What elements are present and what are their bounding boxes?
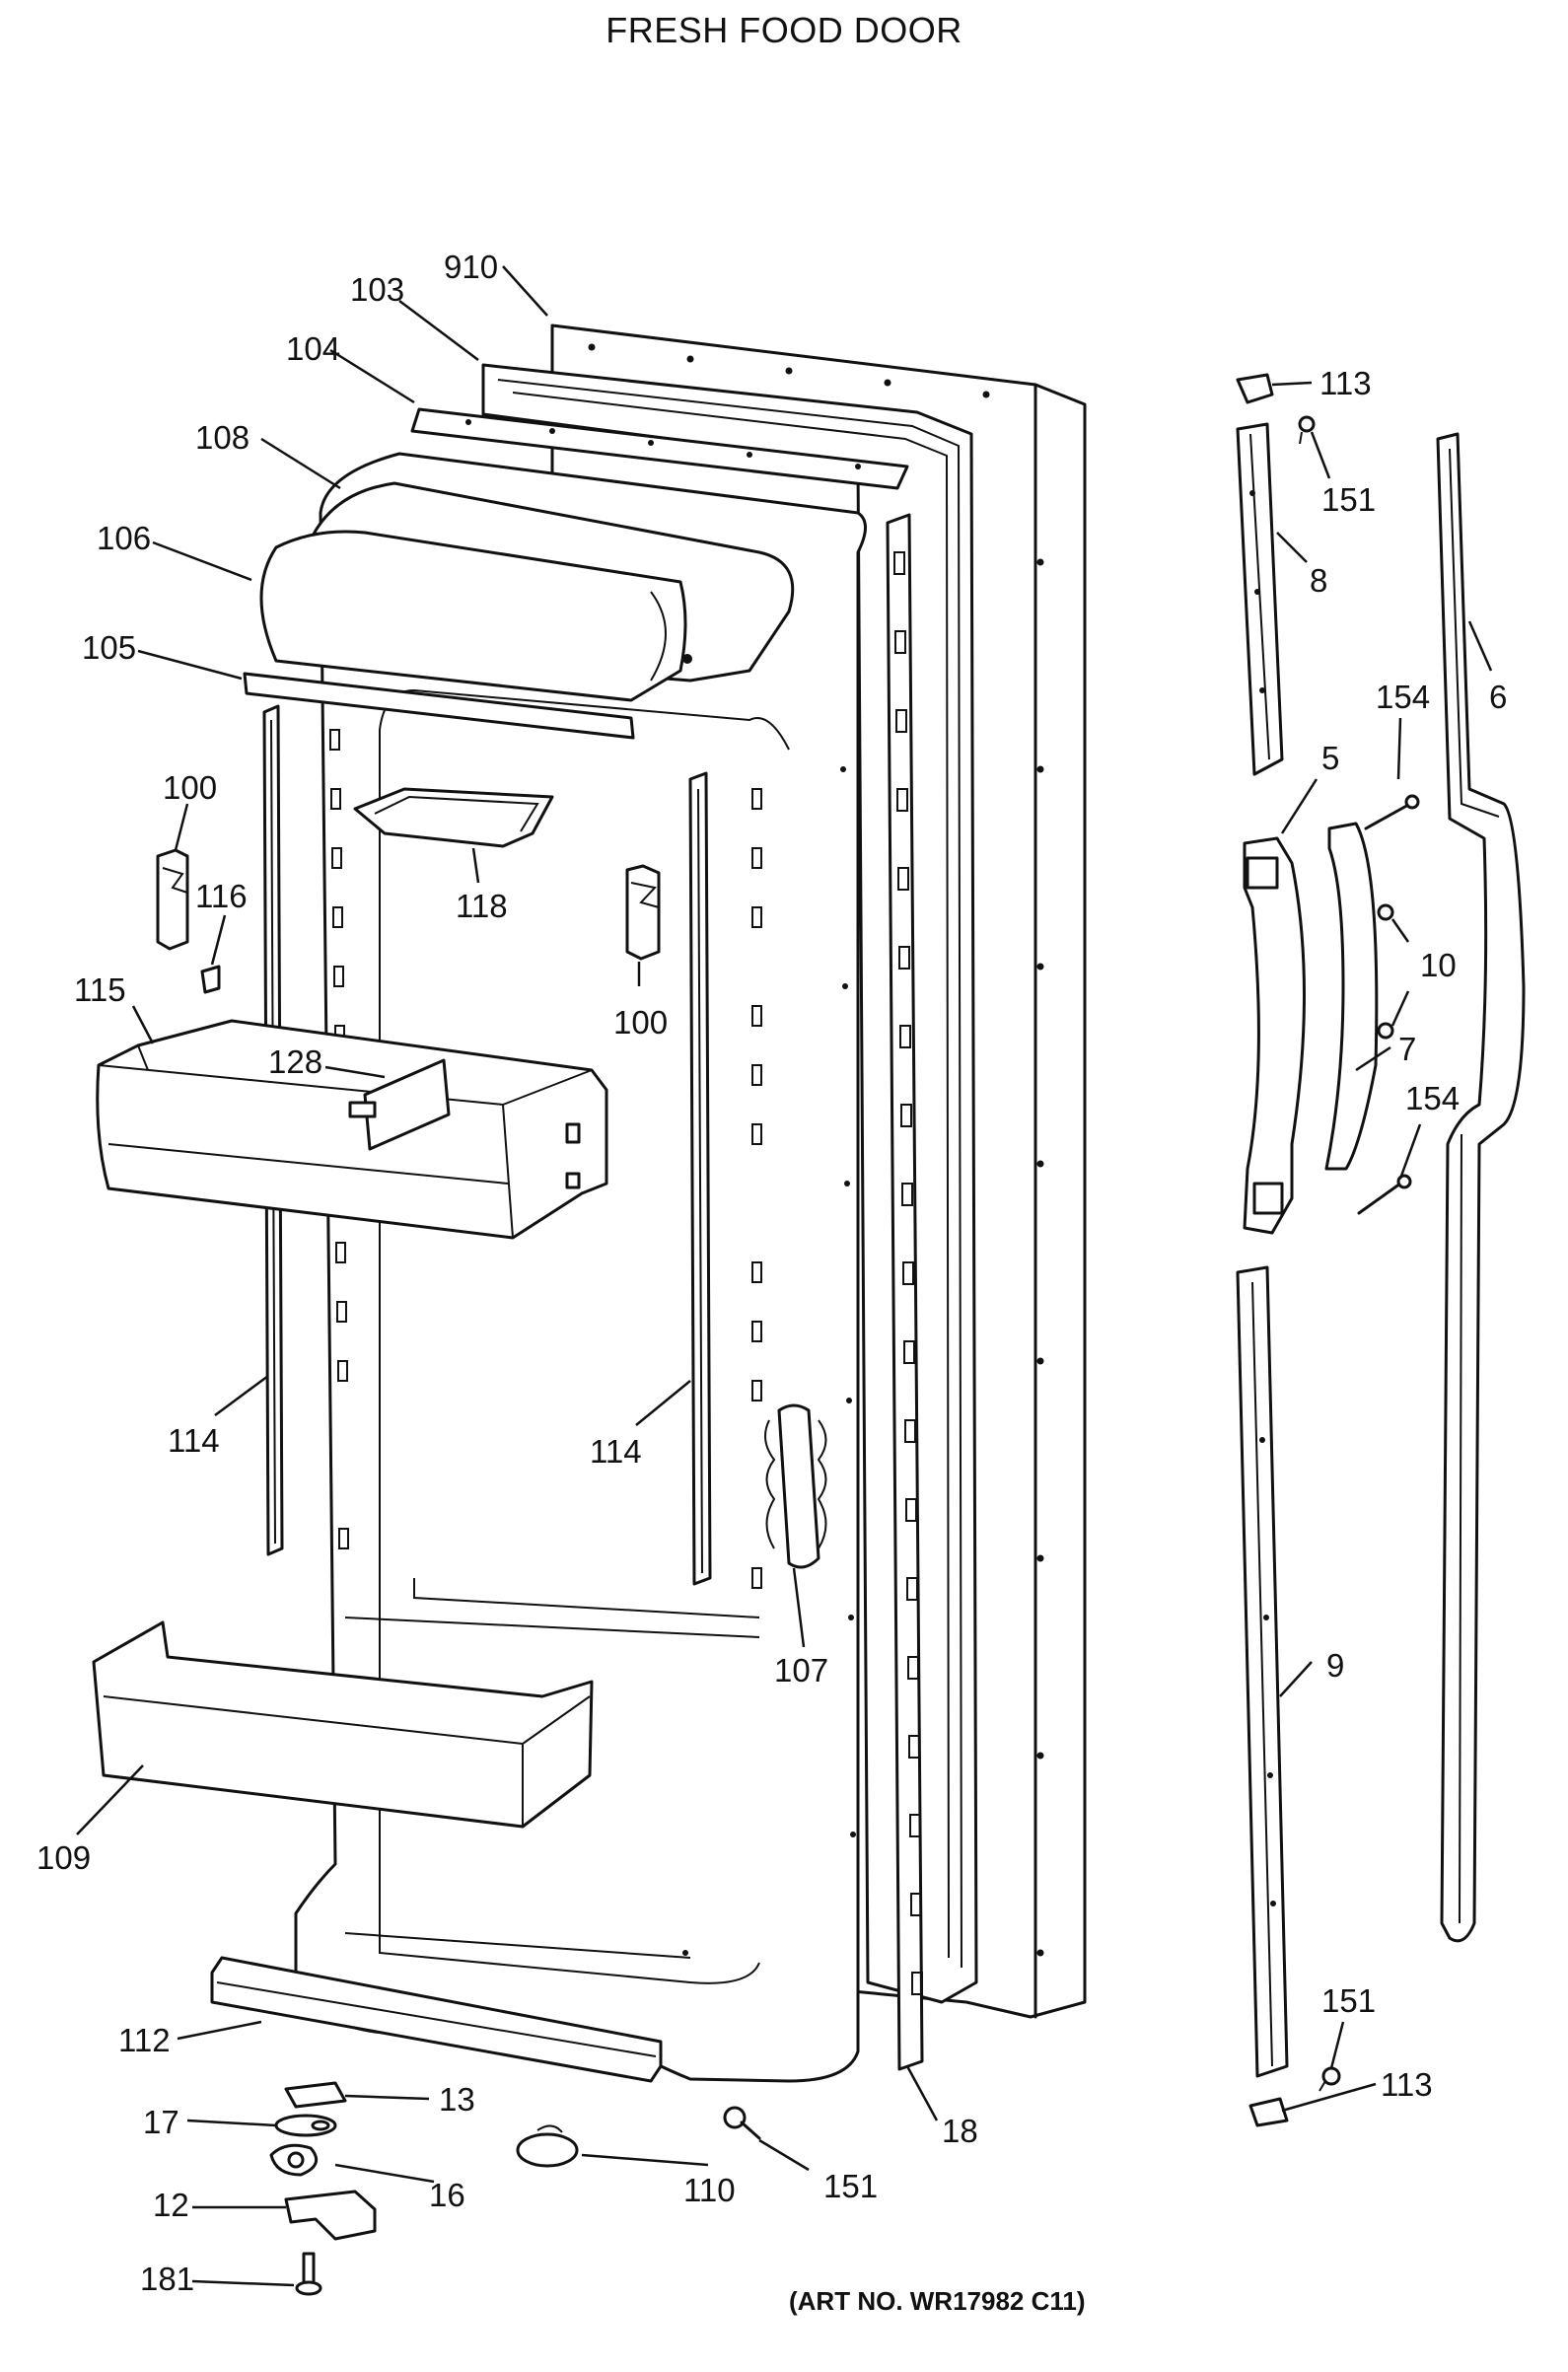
callout-100-right: 100 — [613, 1004, 668, 1041]
callout-108: 108 — [195, 419, 249, 456]
callout-151-top: 151 — [1321, 481, 1376, 518]
callout-118: 118 — [456, 888, 508, 924]
hinge-shim — [274, 2114, 337, 2137]
callout-154-upper: 154 — [1376, 679, 1430, 715]
callout-112: 112 — [118, 2022, 171, 2058]
callout-10: 10 — [1420, 947, 1457, 983]
hinge-bracket — [284, 2190, 377, 2241]
side-trim — [764, 1403, 827, 1569]
callout-17: 17 — [143, 2104, 179, 2140]
handle-endcap-bottom — [1248, 2097, 1289, 2127]
art-number: (ART NO. WR17982 C11) — [789, 2286, 1086, 2316]
callout-18: 18 — [942, 2113, 978, 2149]
callout-6: 6 — [1489, 679, 1507, 715]
callout-103: 103 — [350, 271, 404, 308]
callout-116: 116 — [195, 878, 248, 914]
bottom-strip — [210, 1956, 663, 2083]
callout-12: 12 — [153, 2187, 189, 2223]
callout-107: 107 — [774, 1652, 828, 1689]
screw-top — [1298, 415, 1316, 445]
door-bin — [96, 1019, 608, 1240]
long-screw-upper — [1364, 794, 1420, 830]
callout-181: 181 — [140, 2261, 194, 2297]
handle-insert — [1324, 822, 1379, 1171]
diagram-title: FRESH FOOD DOOR — [606, 10, 962, 50]
callout-114-left: 114 — [168, 1422, 220, 1459]
callout-910: 910 — [444, 249, 498, 285]
callout-9: 9 — [1326, 1647, 1344, 1684]
callout-115: 115 — [74, 971, 126, 1008]
screw-bottom — [723, 2106, 761, 2140]
callout-110: 110 — [683, 2172, 736, 2208]
callout-113-bottom: 113 — [1381, 2066, 1433, 2103]
callout-114-right: 114 — [590, 1433, 642, 1470]
callout-105: 105 — [82, 629, 136, 666]
bottom-bin — [92, 1620, 594, 1829]
breaker-strip — [886, 513, 924, 2071]
screw-lower — [1319, 2066, 1341, 2092]
callout-5: 5 — [1321, 740, 1339, 776]
plug-button — [516, 2124, 579, 2168]
callout-151-bottom: 151 — [823, 2168, 878, 2204]
callout-13: 13 — [439, 2081, 475, 2118]
callout-8: 8 — [1310, 562, 1327, 599]
handle-screws — [1377, 903, 1394, 1040]
callout-106: 106 — [97, 520, 151, 556]
callout-104: 104 — [286, 330, 340, 367]
upper-handle-trim — [1236, 422, 1284, 776]
dairy-door-strip — [243, 672, 635, 740]
bracket-left — [156, 848, 189, 951]
callout-7: 7 — [1398, 1031, 1416, 1067]
callout-154-lower: 154 — [1405, 1080, 1460, 1116]
clip — [200, 965, 221, 994]
hinge-bushing — [269, 2143, 319, 2177]
callout-16: 16 — [429, 2177, 465, 2213]
dairy-door — [259, 530, 692, 702]
leader-lines — [76, 265, 1493, 2287]
handle — [1243, 836, 1306, 1235]
bin-divider — [348, 1058, 451, 1151]
lower-handle-trim — [1236, 1265, 1289, 2078]
shelf-rail-right — [688, 771, 712, 1586]
callout-100-left: 100 — [163, 769, 217, 806]
callout-109: 109 — [36, 1839, 91, 1876]
handle-endcap-top — [1236, 373, 1274, 404]
bracket-right — [625, 864, 661, 961]
callout-151-lower: 151 — [1321, 1982, 1376, 2019]
top-retainer-strip — [410, 407, 909, 490]
callout-128: 128 — [268, 1043, 322, 1080]
hinge-screw — [295, 2252, 322, 2296]
long-screw-lower — [1357, 1174, 1412, 1215]
small-shelf — [353, 787, 554, 848]
callout-113-top: 113 — [1319, 365, 1372, 401]
hinge-plate — [284, 2081, 347, 2109]
door-side-trim — [1436, 432, 1526, 1943]
callout-labels: 910 103 104 108 106 105 100 116 118 100 … — [36, 249, 1507, 2297]
